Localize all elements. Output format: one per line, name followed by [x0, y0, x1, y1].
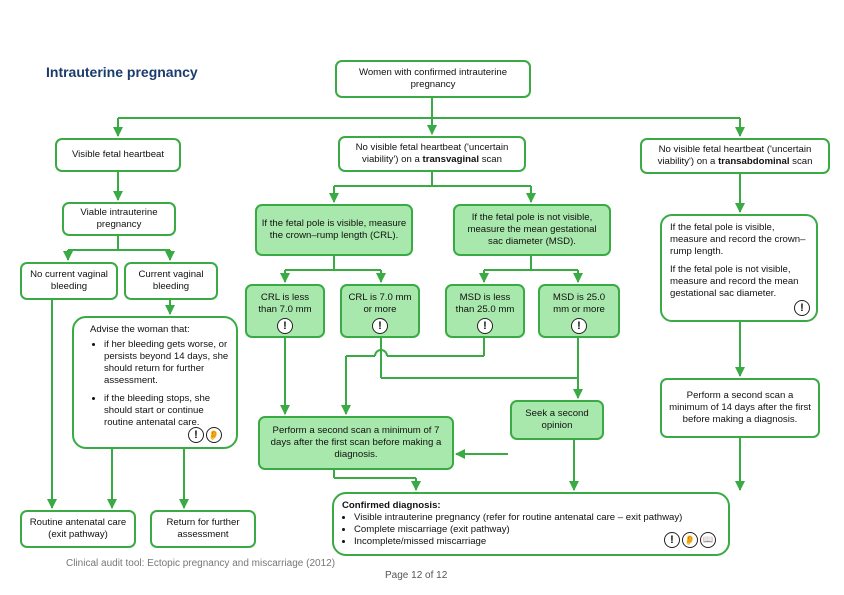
caution-icon: ! — [188, 427, 204, 443]
pole-not-visible-text: If the fetal pole is not visible, measur… — [467, 212, 597, 247]
routine-care-node: Routine antenatal care (exit pathway) — [20, 510, 136, 548]
ear-icon: 👂 — [206, 427, 222, 443]
confirmed-heading: Confirmed diagnosis: — [342, 500, 441, 511]
pole-visible-node: If the fetal pole is visible, measure th… — [255, 204, 413, 256]
page-number: Page 12 of 12 — [385, 570, 448, 581]
msd-more-node: MSD is 25.0 mm or more ! — [538, 284, 620, 338]
crl-less-text: CRL is less than 7.0 mm — [258, 292, 312, 315]
caution-icon: ! — [664, 532, 680, 548]
current-bleeding-text: Current vaginal bleeding — [138, 269, 204, 292]
second-scan-7-text: Perform a second scan a minimum of 7 day… — [270, 425, 442, 460]
book-icon: 📖 — [700, 532, 716, 548]
msd-more-text: MSD is 25.0 mm or more — [552, 292, 606, 315]
confirmed-item: Incomplete/missed miscarriage — [354, 536, 682, 548]
confirmed-diagnosis-node: Confirmed diagnosis: Visible intrauterin… — [332, 492, 730, 556]
confirmed-item: Visible intrauterine pregnancy (refer fo… — [354, 512, 682, 524]
second-scan-7-node: Perform a second scan a minimum of 7 day… — [258, 416, 454, 470]
second-scan-14-node: Perform a second scan a minimum of 14 da… — [660, 378, 820, 438]
ta-measure-text-1: If the fetal pole is visible, measure an… — [670, 222, 806, 257]
advise-item: if her bleeding gets worse, or persists … — [104, 339, 230, 387]
pole-visible-text: If the fetal pole is visible, measure th… — [261, 218, 407, 241]
root-node-text: Women with confirmed intrauterine pregna… — [358, 67, 508, 90]
transabdominal-text: No visible fetal heartbeat ('uncertain v… — [657, 144, 813, 167]
no-bleeding-node: No current vaginal bleeding — [20, 262, 118, 300]
transvaginal-text: No visible fetal heartbeat ('uncertain v… — [355, 142, 509, 165]
advise-heading: Advise the woman that: — [90, 324, 190, 335]
root-node: Women with confirmed intrauterine pregna… — [335, 60, 531, 98]
return-assessment-node: Return for further assessment — [150, 510, 256, 548]
advise-item: if the bleeding stops, she should start … — [104, 393, 230, 429]
caution-icon: ! — [477, 318, 493, 334]
confirmed-list: Visible intrauterine pregnancy (refer fo… — [342, 512, 682, 548]
confirmed-item: Complete miscarriage (exit pathway) — [354, 524, 682, 536]
advise-list: if her bleeding gets worse, or persists … — [80, 339, 230, 435]
transabdominal-node: No visible fetal heartbeat ('uncertain v… — [640, 138, 830, 174]
msd-less-node: MSD is less than 25.0 mm ! — [445, 284, 525, 338]
ta-measure-node: If the fetal pole is visible, measure an… — [660, 214, 818, 322]
current-bleeding-node: Current vaginal bleeding — [124, 262, 218, 300]
transvaginal-node: No visible fetal heartbeat ('uncertain v… — [338, 136, 526, 172]
seek-opinion-node: Seek a second opinion — [510, 400, 604, 440]
page-title: Intrauterine pregnancy — [46, 64, 198, 80]
visible-heartbeat-node: Visible fetal heartbeat — [55, 138, 181, 172]
caution-icon: ! — [372, 318, 388, 334]
visible-heartbeat-text: Visible fetal heartbeat — [71, 149, 165, 160]
footer-source: Clinical audit tool: Ectopic pregnancy a… — [66, 558, 336, 569]
advise-node: Advise the woman that: if her bleeding g… — [72, 316, 238, 449]
viable-pregnancy-node: Viable intrauterine pregnancy — [62, 202, 176, 236]
second-scan-14-text: Perform a second scan a minimum of 14 da… — [669, 390, 811, 425]
return-assessment-text: Return for further assessment — [166, 517, 240, 540]
crl-less-node: CRL is less than 7.0 mm ! — [245, 284, 325, 338]
ear-icon: 👂 — [682, 532, 698, 548]
caution-icon: ! — [794, 300, 810, 316]
caution-icon: ! — [277, 318, 293, 334]
crl-more-node: CRL is 7.0 mm or more ! — [340, 284, 420, 338]
crl-more-text: CRL is 7.0 mm or more — [348, 292, 412, 315]
routine-care-text: Routine antenatal care (exit pathway) — [29, 517, 127, 540]
viable-pregnancy-text: Viable intrauterine pregnancy — [80, 207, 158, 230]
ta-measure-text-2: If the fetal pole is not visible, measur… — [670, 264, 799, 299]
msd-less-text: MSD is less than 25.0 mm — [455, 292, 515, 315]
caution-icon: ! — [571, 318, 587, 334]
seek-opinion-text: Seek a second opinion — [525, 408, 589, 431]
no-bleeding-text: No current vaginal bleeding — [30, 269, 108, 292]
pole-not-visible-node: If the fetal pole is not visible, measur… — [453, 204, 611, 256]
